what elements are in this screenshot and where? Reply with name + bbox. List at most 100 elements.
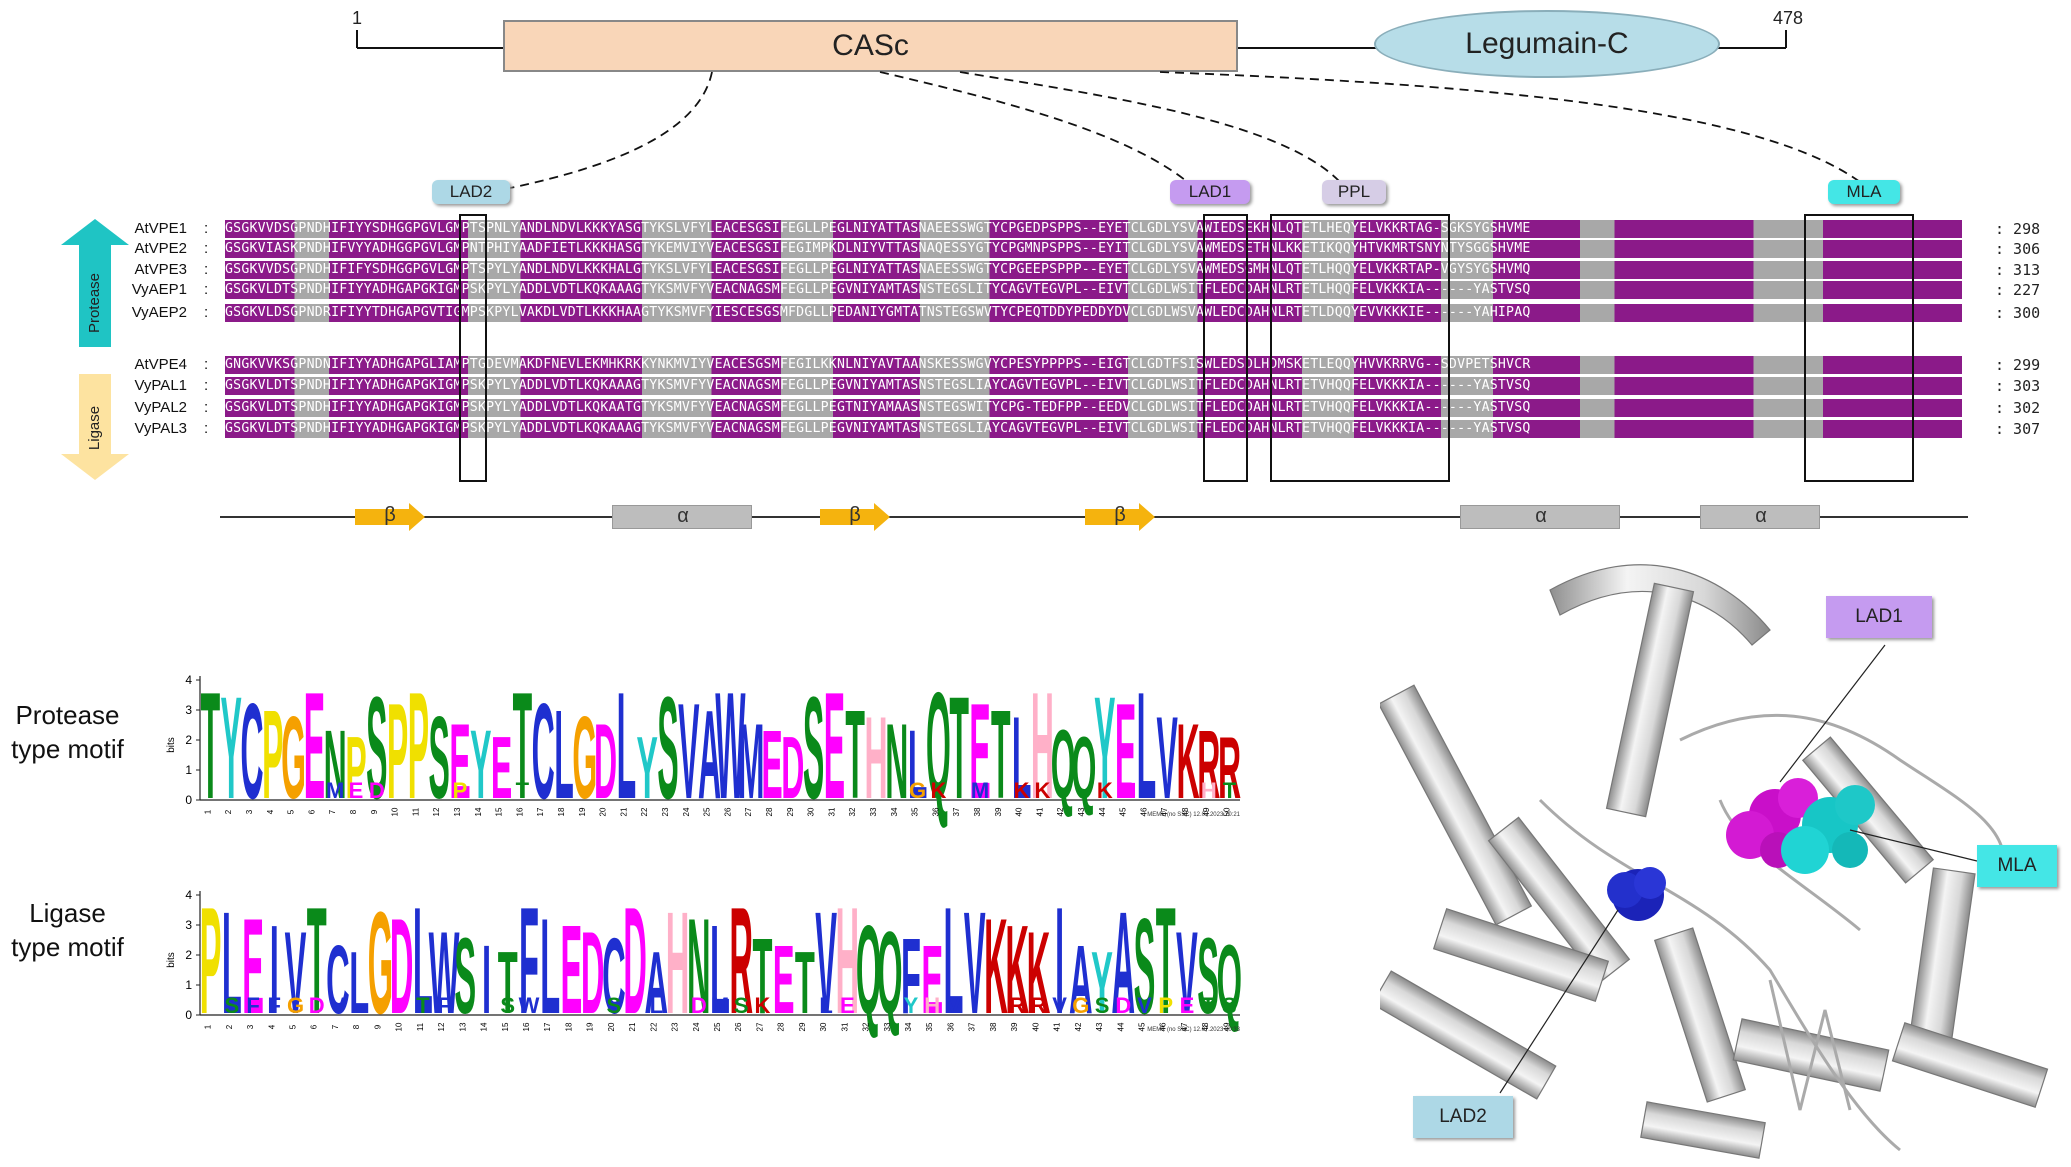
sequence-name: AtVPE1: [134, 220, 187, 237]
alpha-helix: α: [1700, 505, 1820, 529]
logo-letter: V: [964, 882, 986, 1045]
logo-letter: P: [200, 876, 222, 1045]
logo-x-tick-label: 49: [1222, 1022, 1231, 1031]
logo-secondary-letter: F: [246, 993, 259, 1018]
logo-x-tick-label: 8: [352, 1024, 361, 1029]
logo-secondary-letter: S: [224, 993, 239, 1018]
sequence-name: VyAEP1: [131, 281, 187, 298]
logo-x-tick-label: 45: [1137, 1022, 1146, 1031]
sequence-name: VyPAL3: [134, 420, 187, 437]
legumain-c-domain: Legumain-C: [1374, 10, 1720, 78]
logo-x-tick-label: 25: [713, 1022, 722, 1031]
secondary-structure-label: α: [1755, 505, 1767, 527]
logo-x-tick-label: 29: [798, 1022, 807, 1031]
logo-x-tick-label: 32: [848, 807, 857, 816]
sequence-colon: :: [204, 304, 209, 321]
logo-secondary-letter: F: [437, 993, 450, 1018]
logo-x-tick-label: 24: [692, 1022, 701, 1031]
logo-x-tick-label: 2: [224, 809, 233, 814]
logo-secondary-letter: D: [309, 993, 325, 1018]
logo-x-tick-label: 39: [1010, 1022, 1019, 1031]
logo-x-tick-label: 20: [599, 807, 608, 816]
logo-y-tick-label: 4: [185, 888, 192, 902]
secondary-structure-label: β: [384, 504, 396, 526]
logo-x-tick-label: 47: [1180, 1022, 1189, 1031]
logo-letter: L: [943, 876, 963, 1045]
sequence-colon: :: [204, 281, 209, 298]
logo-x-tick-label: 5: [287, 809, 296, 814]
logo-secondary-letter: R: [1030, 993, 1046, 1018]
logo-letter: L: [554, 684, 574, 825]
logo-secondary-letter: L: [650, 993, 663, 1018]
logo-x-tick-label: 36: [946, 1022, 955, 1031]
protease-motif-label-line2: type motif: [11, 734, 124, 764]
logo-secondary-letter: L: [819, 993, 832, 1018]
sequence-end-number: : 306: [1995, 240, 2041, 258]
logo-letter: M: [738, 700, 765, 821]
logo-letter: E: [242, 889, 264, 1042]
logo-letter: N: [324, 711, 347, 820]
sequence-shading: [225, 240, 1962, 258]
logo-letter: F: [901, 916, 921, 1036]
sequence-name: VyPAL2: [134, 399, 187, 416]
logo-secondary-letter: P: [453, 778, 468, 803]
logo-letter: Y: [637, 720, 658, 818]
logo-letter: V: [1157, 693, 1178, 824]
helix-4: [1380, 970, 1557, 1100]
logo-letter: E: [1115, 675, 1136, 826]
logo-letter: L: [540, 889, 560, 1042]
ppl-box: [1270, 214, 1450, 482]
logo-secondary-letter: K: [755, 993, 771, 1018]
logo-letter: V: [1176, 908, 1198, 1039]
logo-letter: W: [715, 662, 745, 830]
logo-letter: Q: [856, 898, 881, 1040]
logo-secondary-letter: M: [326, 778, 344, 803]
logo-letter: K: [1027, 908, 1051, 1039]
logo-letter: S: [803, 668, 824, 830]
logo-x-tick-label: 15: [495, 807, 504, 816]
logo-letter: Q: [1217, 926, 1242, 1035]
logo-secondary-letter: K: [930, 778, 946, 803]
logo-letter: D: [623, 876, 647, 1045]
logo-letter: G: [368, 882, 393, 1045]
logo-x-tick-label: 2: [225, 1024, 234, 1029]
logo-secondary-letter: H: [1201, 778, 1217, 803]
logo-letter: T: [752, 916, 772, 1036]
logo-letter: V: [815, 882, 837, 1045]
logo-secondary-letter: S: [1095, 993, 1110, 1018]
logo-x-tick-label: 34: [904, 1022, 913, 1031]
sequence-end-number: : 302: [1995, 399, 2041, 417]
secondary-structure-label: β: [849, 504, 861, 526]
logo-letter: C: [532, 675, 555, 826]
sequence-end-number: : 303: [1995, 377, 2041, 395]
logo-x-tick-label: 8: [349, 809, 358, 814]
sequence-name: AtVPE2: [134, 240, 187, 257]
logo-letter: E: [449, 700, 470, 821]
logo-secondary-letter: D: [369, 778, 385, 803]
logo-letter: I: [270, 898, 279, 1040]
logo-letter: E: [761, 711, 782, 820]
protease-label: Protease: [86, 273, 103, 333]
logo-x-tick-label: 14: [474, 807, 483, 816]
logo-letter: T: [1156, 876, 1176, 1045]
logo-x-tick-label: 9: [370, 809, 379, 814]
logo-letter: K: [1176, 700, 1199, 821]
logo-secondary-letter: T: [516, 778, 530, 803]
logo-secondary-letter: P: [1158, 993, 1173, 1018]
sequence-shading: [225, 420, 1962, 438]
sequence-shading: [225, 220, 1962, 238]
logo-x-tick-label: 38: [973, 807, 982, 816]
logo-letter: P: [387, 675, 408, 826]
logo-x-tick-label: 23: [671, 1022, 680, 1031]
logo-letter: W: [429, 908, 460, 1039]
logo-x-tick-label: 40: [1015, 807, 1024, 816]
logo-x-tick-label: 10: [391, 807, 400, 816]
logo-secondary-letter: V: [1137, 993, 1152, 1018]
logo-secondary-letter: S: [607, 993, 622, 1018]
mla-box: [1804, 214, 1914, 482]
mla-callout: MLA: [1977, 845, 2057, 887]
logo-letter: Y: [1091, 935, 1113, 1033]
logo-letter: E: [969, 675, 990, 826]
lad2-tag: LAD2: [432, 180, 510, 204]
